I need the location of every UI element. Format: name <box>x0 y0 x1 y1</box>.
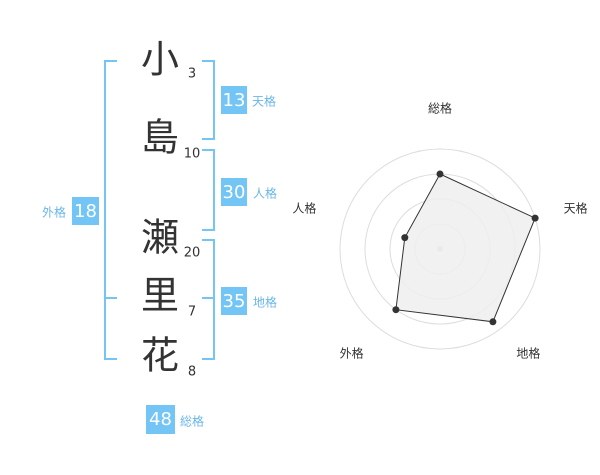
soukaku-box <box>146 405 175 434</box>
jinkaku-badge: 30 人格 <box>221 178 277 206</box>
jinkaku-bracket <box>202 149 215 231</box>
fortune-badges: 13 天格 30 人格 35 地格 18 外格 48 総格 <box>42 86 277 434</box>
tenkaku-value: 13 <box>223 90 246 111</box>
soukaku-badge: 48 総格 <box>146 405 204 434</box>
stroke-count: 8 <box>188 365 196 380</box>
radar-axis-label: 外格 <box>340 346 364 361</box>
tenkaku-bracket <box>202 60 215 140</box>
name-char-1: 小 3 <box>141 38 196 82</box>
radar-point <box>531 214 539 222</box>
chikaku-bracket <box>202 239 215 360</box>
radar-grid-ring <box>339 148 541 350</box>
name-char: 小 <box>141 38 179 82</box>
radar-axis-label: 天格 <box>564 200 588 215</box>
chikaku-box <box>221 287 247 315</box>
jinkaku-box <box>221 178 247 206</box>
name-char: 花 <box>141 334 179 378</box>
stroke-count: 3 <box>188 67 196 82</box>
jinkaku-value: 30 <box>223 182 246 203</box>
chikaku-value: 35 <box>223 291 246 312</box>
name-characters: 小 3 島 10 瀬 20 里 7 花 8 <box>141 38 200 380</box>
radar-axis-label: 人格 <box>292 200 316 215</box>
radar-polygon <box>395 173 536 323</box>
gaikaku-label: 外格 <box>42 205 66 220</box>
gaikaku-badge: 18 外格 <box>42 197 99 225</box>
chikaku-badge: 35 地格 <box>221 287 277 315</box>
name-char: 里 <box>141 274 179 318</box>
soukaku-label: 総格 <box>180 414 204 429</box>
name-char-2: 島 10 <box>141 116 200 162</box>
radar-point <box>392 306 400 314</box>
radar-point <box>489 318 497 326</box>
name-char: 島 <box>141 116 179 160</box>
radar-axis-label: 地格 <box>516 346 540 361</box>
name-char: 瀬 <box>141 216 179 260</box>
radar-point <box>401 234 409 242</box>
tenkaku-label: 天格 <box>252 94 276 109</box>
radar-point <box>436 170 444 178</box>
gaikaku-box <box>72 197 99 225</box>
stroke-count: 10 <box>184 147 201 162</box>
tenkaku-box <box>221 86 247 114</box>
stroke-count: 20 <box>184 246 201 261</box>
name-char-3: 瀬 20 <box>141 216 200 261</box>
name-char-5: 花 8 <box>141 334 196 380</box>
chikaku-label: 地格 <box>253 295 277 310</box>
grouping-brackets <box>104 60 215 360</box>
tenkaku-badge: 13 天格 <box>221 86 276 114</box>
radar-shape <box>392 170 539 326</box>
gaikaku-bracket <box>104 60 117 360</box>
radar-axis-label: 総格 <box>428 101 452 116</box>
soukaku-value: 48 <box>149 409 172 430</box>
gaikaku-value: 18 <box>74 201 97 222</box>
jinkaku-label: 人格 <box>253 186 277 201</box>
stroke-count: 7 <box>188 305 196 320</box>
name-char-4: 里 7 <box>141 274 196 320</box>
